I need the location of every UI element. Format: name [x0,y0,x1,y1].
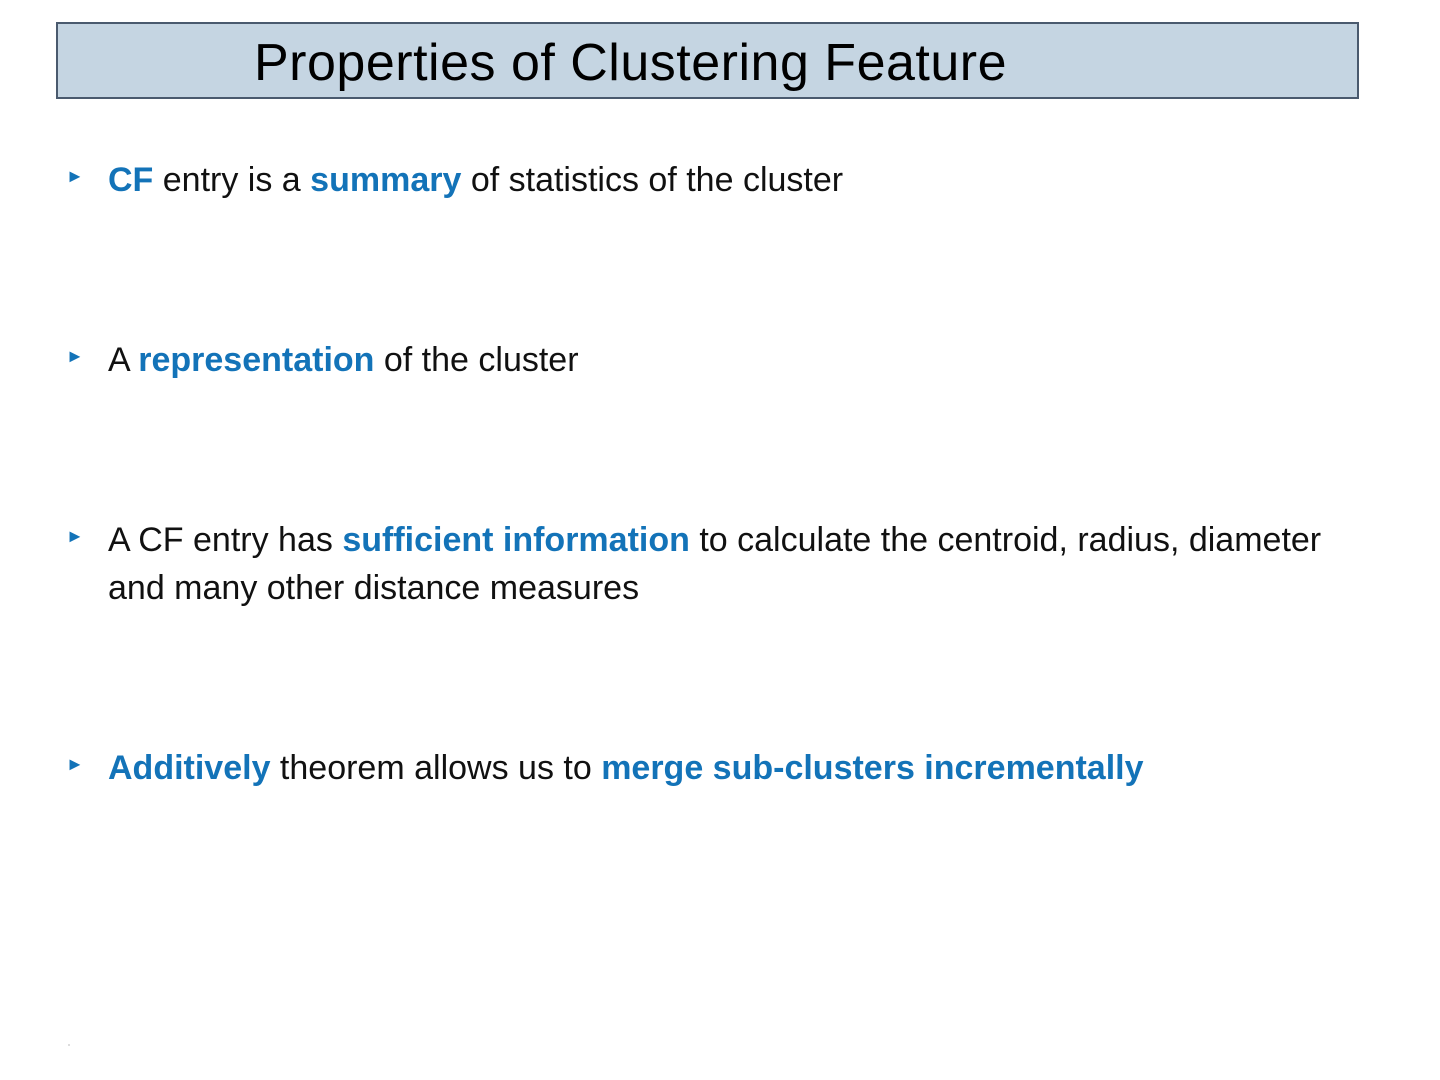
highlight-text: CF [108,161,154,199]
highlight-text: sufficient information [342,521,690,559]
plain-text: of statistics of the cluster [461,161,844,199]
slide-title-box: Properties of Clustering Feature [56,22,1359,99]
highlight-text: representation [138,341,375,379]
plain-text: A CF entry has [108,521,343,559]
footer-dot [68,1044,70,1046]
slide-title: Properties of Clustering Feature [254,34,1008,92]
bullet-text: A representation of the cluster [108,336,1378,384]
bullet-arrow-icon: ► [66,166,84,186]
bullet-arrow-icon: ► [66,346,84,366]
highlight-text: summary [310,161,462,199]
plain-text: entry is a [153,161,311,199]
plain-text: theorem allows us to [270,749,602,787]
highlight-text: Additively [108,749,271,787]
plain-text: of the cluster [374,341,579,379]
bullet-arrow-icon: ► [66,754,84,774]
bullet-text: CF entry is a summary of statistics of t… [108,156,1378,204]
bullet-text: Additively theorem allows us to merge su… [108,744,1378,792]
highlight-text: merge sub-clusters incrementally [601,749,1144,787]
bullet-text: A CF entry has sufficient information to… [108,516,1378,612]
plain-text: A [108,341,139,379]
plain-text: to calculate the centroid, radius, diame… [108,521,1322,607]
bullet-arrow-icon: ► [66,526,84,546]
